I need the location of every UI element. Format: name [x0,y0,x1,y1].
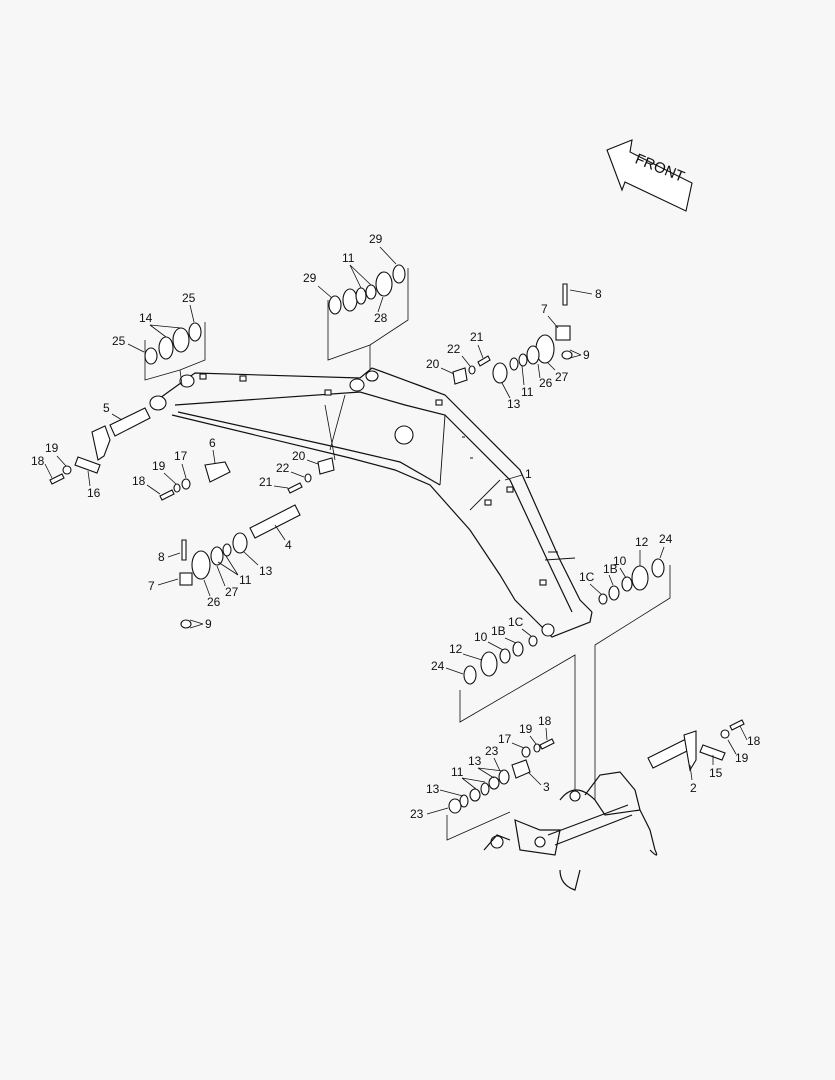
callout-17b: 17 [498,732,512,746]
callout-29a: 29 [369,232,383,246]
callout-25b: 25 [112,334,126,348]
callout-22b: 22 [276,461,290,475]
callout-18d: 18 [747,734,761,748]
callout-8a: 8 [595,287,602,301]
callout-10a: 10 [613,554,627,568]
boom [149,367,593,638]
callout-20b: 20 [292,449,306,463]
callout-13b: 13 [259,564,273,578]
callout-8b: 8 [158,550,165,564]
callout-22a: 22 [447,342,461,356]
callout-27a: 27 [555,370,569,384]
callout-24a: 24 [659,532,673,546]
callout-1b-a: 1B [603,562,618,576]
callout-1c-b: 1C [508,615,524,629]
callout-21b: 21 [259,475,273,489]
callout-13c: 13 [468,754,482,768]
callout-9a: 9 [583,348,590,362]
callout-3: 3 [543,780,550,794]
callout-12b: 12 [449,642,463,656]
callout-7b: 7 [148,579,155,593]
callout-20a: 20 [426,357,440,371]
callout-24b: 24 [431,659,445,673]
callout-11d: 11 [451,765,464,779]
callout-11b: 11 [521,385,534,399]
callouts: 1 2 3 4 5 6 7 7 8 8 9 9 10 10 11 11 11 [31,232,761,821]
callout-5: 5 [103,401,110,415]
callout-13a: 13 [507,397,521,411]
callout-7a: 7 [541,302,548,316]
callout-12a: 12 [635,535,649,549]
callout-14: 14 [139,311,153,325]
callout-28: 28 [374,311,388,325]
callout-1c-a: 1C [579,570,595,584]
callout-25a: 25 [182,291,196,305]
callout-19a: 19 [45,441,59,455]
callout-21a: 21 [470,330,484,344]
callout-27b: 27 [225,585,239,599]
callout-23b: 23 [410,807,424,821]
callout-6: 6 [209,436,216,450]
callout-15: 15 [709,766,723,780]
callout-18c: 18 [538,714,552,728]
callout-18a: 18 [31,454,45,468]
front-arrow: FRONT [606,139,693,212]
callout-19d: 19 [735,751,749,765]
callout-1: 1 [525,467,532,481]
callout-11a: 11 [342,251,355,265]
callout-11c: 11 [239,573,252,587]
callout-17a: 17 [174,449,188,463]
callout-18b: 18 [132,474,146,488]
callout-4: 4 [285,538,292,552]
callout-9b: 9 [205,617,212,631]
callout-29b: 29 [303,271,317,285]
callout-19c: 19 [519,722,533,736]
callout-26b: 26 [207,595,221,609]
callout-23a: 23 [485,744,499,758]
callout-13d: 13 [426,782,440,796]
group-frames [144,268,671,841]
callout-26a: 26 [539,376,553,390]
callout-1b-b: 1B [491,624,506,638]
callout-2: 2 [690,781,697,795]
callout-16: 16 [87,486,101,500]
callout-19b: 19 [152,459,166,473]
callout-10b: 10 [474,630,488,644]
parts [49,264,745,891]
